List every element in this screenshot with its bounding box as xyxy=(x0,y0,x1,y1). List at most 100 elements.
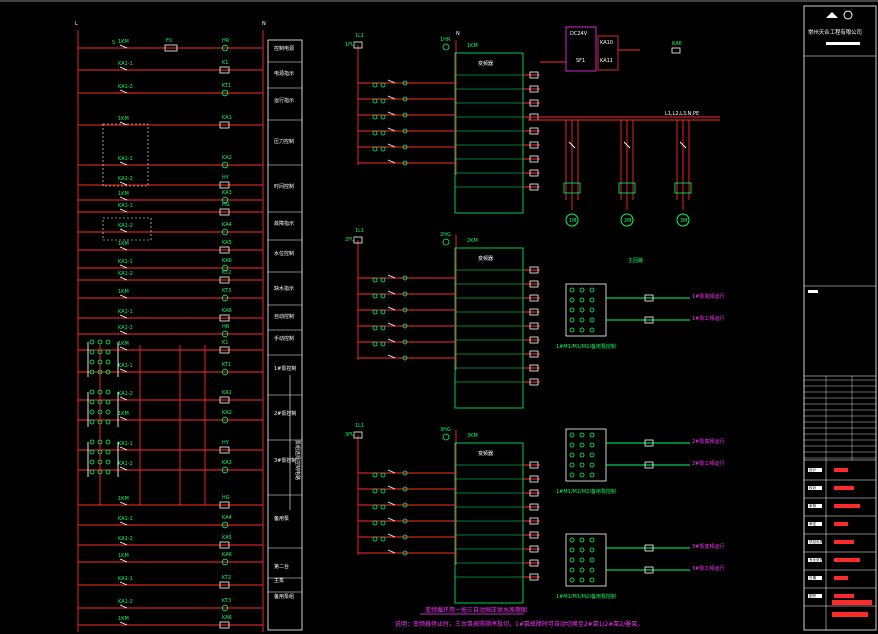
function-label-2: 运行指示 xyxy=(274,97,294,104)
sec-2-out-coil-4 xyxy=(529,517,539,525)
contact-16 xyxy=(119,368,128,373)
coil-11 xyxy=(219,276,230,284)
pressure-box-k1: SF1 xyxy=(576,58,585,64)
coil-15 xyxy=(219,346,230,354)
selector-dot-1-3-2 xyxy=(105,419,111,425)
sec-1-node-4 xyxy=(402,339,408,345)
pump-0-note-b: 1#泵工频运行 xyxy=(692,315,724,322)
selector-dot-2-3-2 xyxy=(105,469,111,475)
pump-0-sel-1-0 xyxy=(569,297,575,303)
logo-circle-icon xyxy=(843,10,853,20)
contact-3 xyxy=(119,121,128,126)
sec-2-sel-a-4 xyxy=(372,536,378,542)
sec-2-sel-a-1 xyxy=(372,488,378,494)
sec-2-out-coil-8 xyxy=(529,573,539,581)
sec-2-out-coil-2 xyxy=(529,489,539,497)
contact-label-20: KA1-2 xyxy=(118,461,133,467)
pump-0-sel-0-2 xyxy=(589,287,595,293)
contact-label-22: KA1-1 xyxy=(118,516,133,522)
contact-label-2: KA1-2 xyxy=(118,84,133,90)
contact-9 xyxy=(119,246,128,251)
sec-2-node-4 xyxy=(402,534,408,540)
sec-1-tag: 1L1 xyxy=(355,228,364,234)
contact-label-6: 1KM xyxy=(118,191,129,197)
selector-dot-0-2-0 xyxy=(89,359,95,365)
dashed-group-0 xyxy=(102,123,149,187)
bus-label: L1,L2,L3,N,PE xyxy=(665,111,699,117)
selector-dot-1-2-0 xyxy=(89,409,95,415)
contact-22 xyxy=(119,521,128,526)
tb-red-block-5 xyxy=(834,558,860,562)
coil-25 xyxy=(219,581,230,589)
tb-red-block-2 xyxy=(834,504,860,508)
contact-1 xyxy=(119,66,128,71)
sec-0-inverter-box xyxy=(454,52,524,214)
sec-2-inverter-label: 变频器 xyxy=(478,450,493,457)
sec-2-contact-4 xyxy=(387,533,396,538)
sec-0-node-2 xyxy=(402,112,408,118)
sec-2-sel-b-3 xyxy=(380,520,386,526)
selector-dot-1-2-2 xyxy=(105,409,111,415)
pump-1-sel-4-2 xyxy=(589,472,595,478)
tb-red-block-1 xyxy=(834,486,854,490)
pump-1-sel-0-0 xyxy=(569,432,575,438)
pressure-box-frame xyxy=(565,26,597,72)
pump-2-sel-0-1 xyxy=(579,537,585,543)
contact-label-17: KA1-2 xyxy=(118,391,133,397)
sec-0-sel-a-4 xyxy=(372,146,378,152)
pump-1-sel-4-1 xyxy=(579,472,585,478)
pump-0-sel-3-2 xyxy=(589,317,595,323)
pump-1-sel-3-0 xyxy=(569,462,575,468)
sec-1-out-coil-0 xyxy=(529,266,539,274)
sec-2-out-coil-0 xyxy=(529,461,539,469)
contact-label-7: KA1-1 xyxy=(118,203,133,209)
coil-label-20: KA3 xyxy=(222,460,232,466)
selector-dot-1-1-0 xyxy=(89,399,95,405)
tb-label-1: 校对 xyxy=(809,485,817,490)
pump-0-sel-2-2 xyxy=(589,307,595,313)
contact-20 xyxy=(119,466,128,471)
sec-0-sel-a-3 xyxy=(372,130,378,136)
sec-1-sel-a-2 xyxy=(372,309,378,315)
pressure-box-title: DC24V xyxy=(570,31,588,37)
function-label-1: 电源指示 xyxy=(274,70,294,77)
pump-2-sel-2-2 xyxy=(589,557,595,563)
pump-1-sel-2-2 xyxy=(589,452,595,458)
tb-red-block-0 xyxy=(834,468,848,472)
coil-label-2: KT1 xyxy=(222,83,231,89)
coil-21 xyxy=(219,501,230,509)
pump-2-sel-3-0 xyxy=(569,567,575,573)
lamp-icon-6 xyxy=(221,196,229,204)
lamp-icon-4 xyxy=(221,161,229,169)
sec-1-contact-0 xyxy=(387,274,396,279)
contact-label-25: KA1-1 xyxy=(118,576,133,582)
function-label-11: 2#泵控制 xyxy=(274,410,296,417)
sec-1-sel-a-0 xyxy=(372,277,378,283)
pump-2-sel-1-2 xyxy=(589,547,595,553)
motor-0-icon xyxy=(565,213,579,227)
contact-label-19: KA1-1 xyxy=(118,441,133,447)
contact-label-11: KA1-2 xyxy=(118,271,133,277)
function-label-12: 3#泵控制 xyxy=(274,457,296,464)
sec-0-sel-b-1 xyxy=(380,98,386,104)
pump-1-sel-0-2 xyxy=(589,432,595,438)
sec-0-contact-4 xyxy=(387,143,396,148)
pump-1-sel-1-0 xyxy=(569,442,575,448)
pressure-box: DC24V SF1 KA10 KA11 xyxy=(565,26,619,72)
coil-17 xyxy=(219,396,230,404)
sec-2-contact-0 xyxy=(387,469,396,474)
sec-1-out-coil-8 xyxy=(529,378,539,386)
lamp-icon-10 xyxy=(221,264,229,272)
sec-0-out-coil-0 xyxy=(529,71,539,79)
pump-1-sel-0-1 xyxy=(579,432,585,438)
sec-1-sel-b-1 xyxy=(380,293,386,299)
sec-0-lamp-icon xyxy=(442,43,450,51)
pump-1-caption: 1#M1/M1/M2/备用泵控制 xyxy=(556,488,616,495)
contact-17 xyxy=(119,396,128,401)
sec-2-sel-b-1 xyxy=(380,488,386,494)
coil-label-5: HY xyxy=(222,175,230,181)
sec-0-out-coil-5 xyxy=(529,141,539,149)
title-block-mark xyxy=(808,290,818,293)
coil-label-25: KT2 xyxy=(222,575,231,581)
